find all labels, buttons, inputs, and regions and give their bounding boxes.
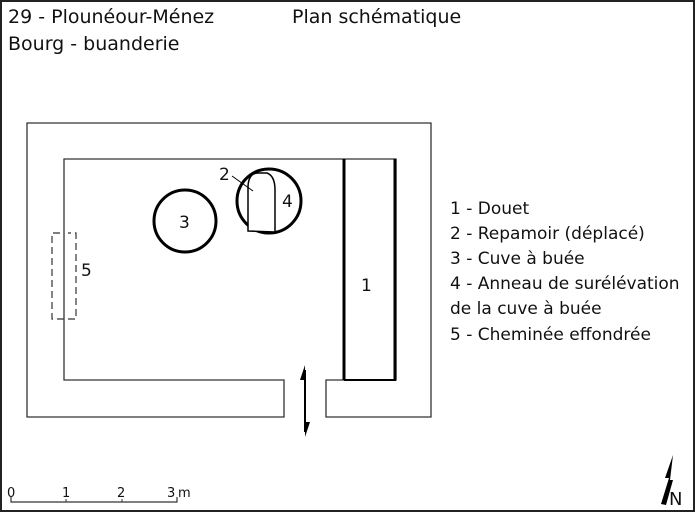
legend-item: 4 - Anneau de surélévation [450,274,680,294]
cuve-a-buee [152,188,218,254]
legend-item: 1 - Douet [450,199,529,219]
building-walls [26,122,432,418]
legend-item: de la cuve à buée [450,299,602,319]
label-1: 1 [361,276,372,296]
legend-item: 5 - Cheminée effondrée [450,325,651,345]
scale-tick: 3 [167,486,175,501]
north-label: N [669,489,682,510]
plan-title: Plan schématique [292,6,461,28]
subtitle: Bourg - buanderie [8,33,180,55]
scale-tick: 2 [117,486,125,501]
scale-bar: 0 1 2 3 m [7,486,191,503]
anneau [235,167,303,235]
legend-item: 2 - Repamoir (déplacé) [450,224,645,244]
label-5: 5 [81,261,92,281]
north-arrow-icon: N [661,455,682,510]
legend: 1 - Douet 2 - Repamoir (déplacé) 3 - Cuv… [450,199,680,345]
legend-item: 3 - Cuve à buée [450,249,585,269]
repamoir [247,172,276,233]
cheminee [51,232,77,320]
scale-unit: m [178,486,191,501]
label-3: 3 [179,213,190,233]
label-4: 4 [282,192,293,212]
location-title: 29 - Plounéour-Ménez [8,6,214,28]
scale-tick: 0 [7,486,15,501]
scale-tick: 1 [62,486,70,501]
leader-2 [231,175,254,192]
label-2: 2 [219,165,230,185]
entrance-arrow [300,365,310,437]
